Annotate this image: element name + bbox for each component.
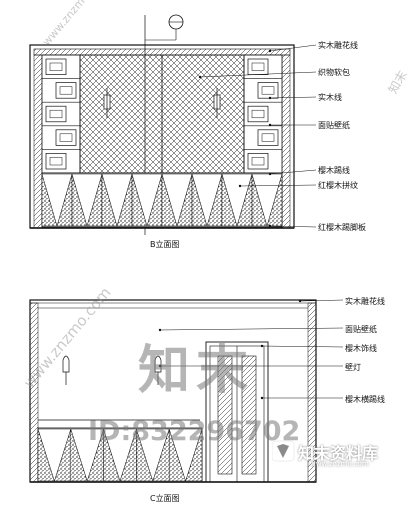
watermark-logo: 知末资料库 www.znzmo.com (271, 438, 396, 470)
wainscot-pattern-c (37, 428, 203, 482)
elevation-b (29, 14, 317, 235)
door (205, 341, 269, 483)
callout-b-5: 樱木踢线 (318, 166, 350, 175)
lattice-screen-left (41, 54, 81, 174)
elevation-c (29, 299, 344, 483)
logo-icon (271, 440, 295, 462)
caption-c: C立面图 (150, 494, 180, 503)
callout-b-6: 红樱木拼纹 (318, 181, 358, 190)
callout-b-1: 实木雕花线 (318, 41, 358, 50)
callout-b-7: 红樱木踢脚板 (318, 223, 366, 232)
logo-site-name: 知末资料库 (298, 444, 379, 463)
callout-b-3: 实木线 (318, 93, 342, 102)
caption-b: B立面图 (150, 240, 180, 249)
wall-sconce-right (213, 88, 221, 118)
callout-c-2: 面贴壁纸 (345, 325, 377, 334)
wall-sconce-left (103, 88, 111, 118)
callout-c-1: 实木雕花线 (345, 297, 385, 306)
callout-c-3: 樱木饰线 (345, 344, 377, 353)
watermark-id: ID:832296702 (88, 416, 301, 447)
wall-sconce-c-right (154, 355, 162, 385)
callout-b-4: 面贴壁纸 (318, 121, 350, 130)
logo-site-url: www.znzmo.com (310, 460, 369, 468)
wainscot-pattern (41, 173, 283, 227)
callout-c-4: 壁灯 (345, 363, 361, 372)
lattice-screen-right (243, 54, 283, 174)
watermark-brand: 知末 (138, 341, 255, 401)
wall-sconce-c-left (62, 355, 70, 385)
callout-c-5: 樱木横踢线 (345, 395, 385, 404)
callout-b-2: 织物软包 (318, 68, 350, 77)
